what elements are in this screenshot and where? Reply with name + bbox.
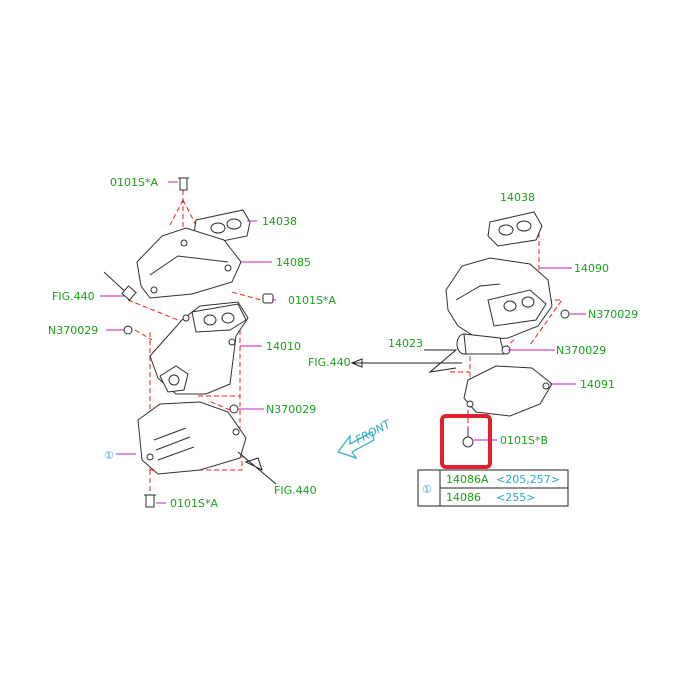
table-row-1-part: 14086A (446, 473, 489, 486)
label-nut-right-upper: N370029 (588, 308, 638, 321)
label-fig-right: FIG.440 (308, 356, 351, 369)
heat-cover-lower-left-icon (137, 401, 247, 475)
nut-left-icon (123, 325, 133, 335)
part-table: ① 14086A <205,257> 14086 <255> (417, 469, 569, 507)
label-bolt-b: 0101S*B (500, 434, 548, 447)
pipe-flange-icon (456, 333, 505, 355)
table-row-2-models: <255> (496, 491, 535, 504)
table-row-1-models: <205,257> (496, 473, 560, 486)
bolt-a-bottom-icon (144, 494, 156, 508)
bolt-b-icon (462, 430, 474, 448)
label-manifold-right: 14090 (574, 262, 609, 275)
bolt-a-top-icon (178, 177, 189, 191)
heat-cover-right-icon (463, 365, 553, 417)
label-cover-upper-left: 14085 (276, 256, 311, 269)
right-assembly (350, 211, 586, 469)
front-arrow-icon (337, 431, 375, 460)
label-gasket-right: 14038 (500, 191, 535, 204)
label-gasket-left: 14038 (262, 215, 297, 228)
heat-cover-upper-left-icon (136, 227, 242, 299)
gasket-right-icon (487, 211, 543, 247)
bolt-b-highlight-box[interactable] (440, 414, 492, 469)
label-bolt-a-top: 0101S*A (110, 176, 158, 189)
left-assembly (100, 177, 277, 508)
fig-lower-arrow (237, 451, 277, 485)
table-symbol: ① (422, 483, 432, 496)
label-nut-left-lower: N370029 (266, 403, 316, 416)
label-cover-right: 14091 (580, 378, 615, 391)
left-leader-lines (100, 181, 276, 504)
label-fig-lower: FIG.440 (274, 484, 317, 497)
label-nut-left: N370029 (48, 324, 98, 337)
right-leader-lines (474, 267, 586, 441)
label-fig-left: FIG.440 (52, 290, 95, 303)
left-dashed-guides (127, 190, 269, 500)
exhaust-manifold-right-icon (445, 257, 553, 341)
label-bolt-a-bottom: 0101S*A (170, 497, 218, 510)
table-row-2-part: 14086 (446, 491, 481, 504)
nut-left-lower-icon (229, 404, 239, 414)
label-manifold-left: 14010 (266, 340, 301, 353)
label-pipe-right: 14023 (388, 337, 423, 350)
bolt-a-mid-icon (262, 293, 274, 304)
exhaust-manifold-left-icon (149, 301, 249, 395)
callout-symbol-left: ① (104, 449, 114, 462)
fig-right-arrow (350, 349, 462, 373)
label-bolt-a-mid: 0101S*A (288, 294, 336, 307)
stud-sensor-icon (103, 271, 137, 301)
nut-right-upper-icon (560, 309, 570, 319)
label-front: FRONT (353, 417, 393, 447)
label-nut-right-mid: N370029 (556, 344, 606, 357)
